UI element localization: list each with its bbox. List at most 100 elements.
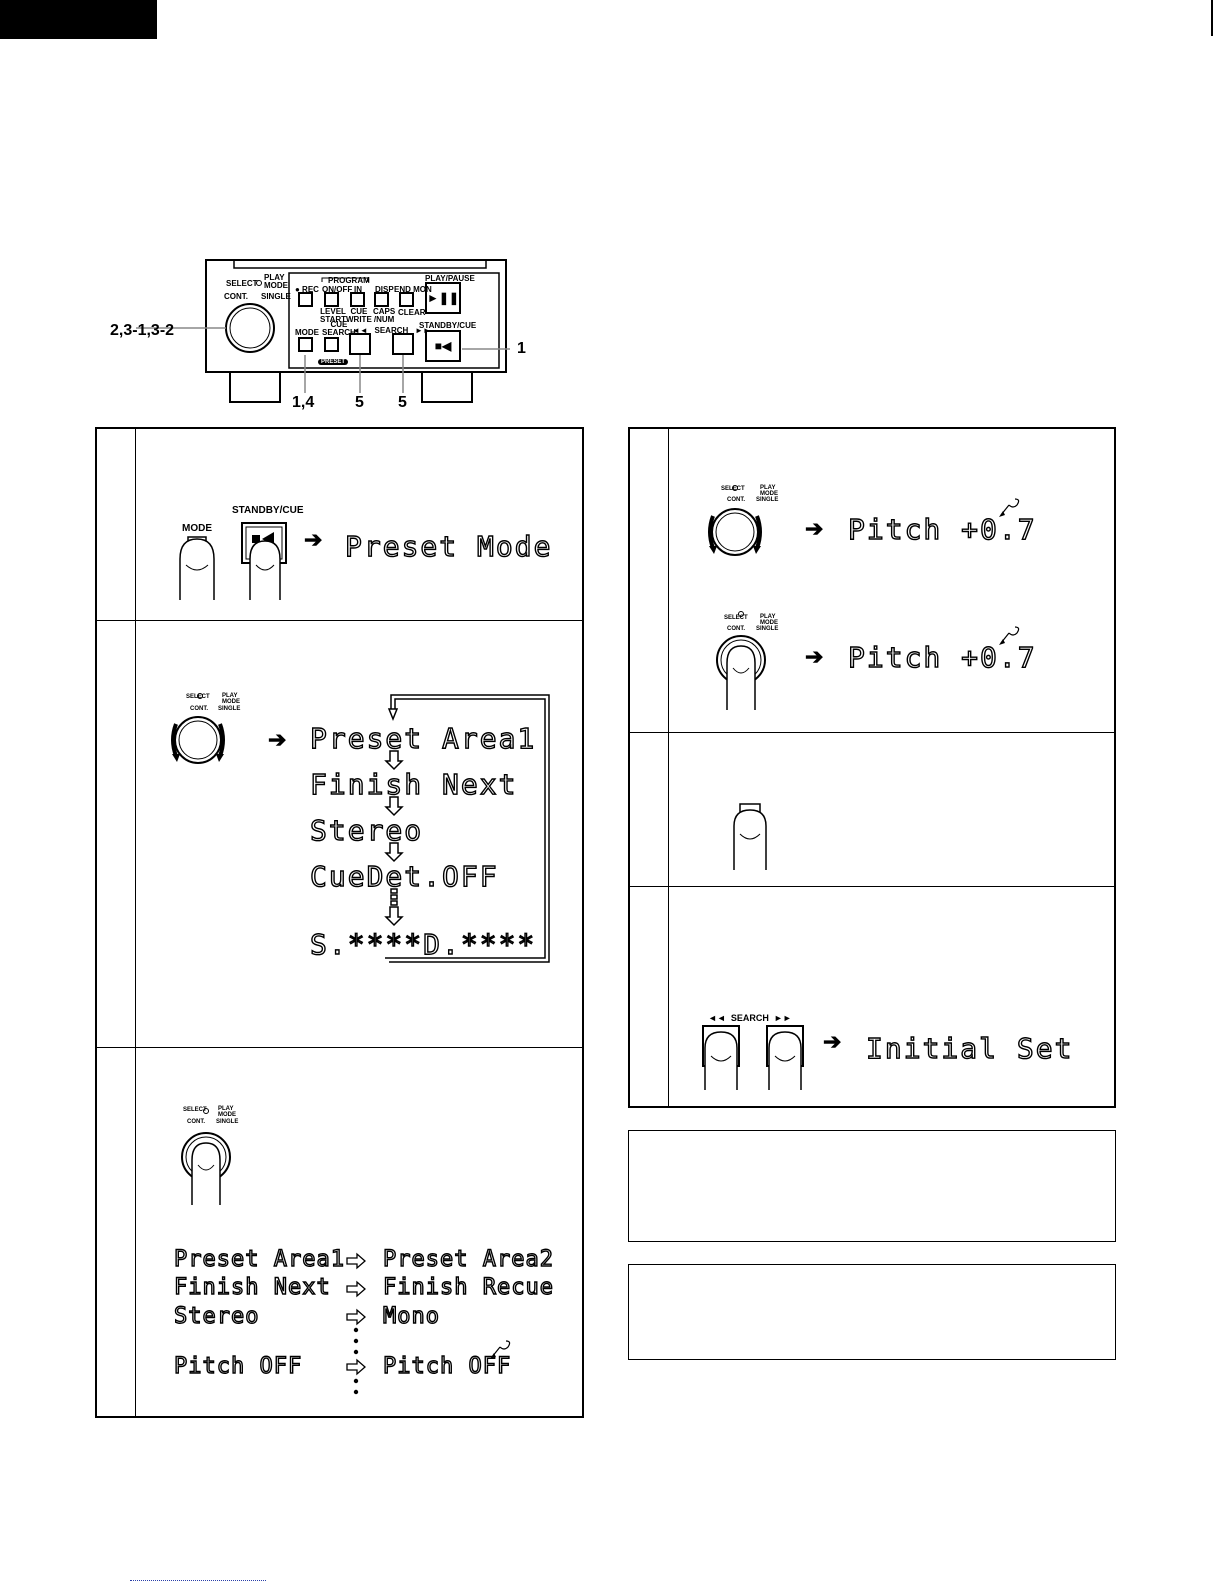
play-pause-icon: ►❚❚ — [427, 291, 459, 305]
step2-menu-item: Finish Next — [309, 767, 518, 801]
pitch-press-single-label: SINGLE — [756, 626, 779, 632]
device-in-label: IN — [354, 285, 362, 294]
step5-search-press-icon — [702, 1025, 804, 1090]
step1-finger-press-icon — [179, 522, 287, 600]
stop-rewind-icon: ■◀ — [434, 339, 452, 353]
disp-button[interactable] — [374, 292, 389, 307]
step3-press-knob-icon — [181, 1108, 231, 1205]
callout-standby: 1 — [517, 340, 526, 357]
device-disp-label: DISP — [375, 285, 394, 294]
corner-mark — [1211, 0, 1213, 36]
callout-ff: 5 — [398, 394, 407, 411]
step-number-column-divider — [668, 429, 669, 1106]
step2-menu-item: CueDet.OFF — [309, 859, 499, 893]
device-onoff-label: ON/OFF — [322, 285, 353, 294]
step3-to-value: Pitch OFF — [382, 1353, 512, 1379]
pitch-select-label: SELECT — [721, 486, 745, 492]
row-divider — [97, 1047, 582, 1048]
step2-playmode-label: PLAY MODE — [222, 693, 240, 705]
play-pause-button[interactable]: ►❚❚ — [425, 282, 461, 314]
pitch-single-label: SINGLE — [756, 497, 779, 503]
device-playpause-label: PLAY/PAUSE — [425, 274, 475, 283]
pitch-press-display: Pitch +0.7 — [847, 640, 1037, 674]
step3-to-value: Preset Area2 — [382, 1246, 554, 1272]
onoff-button[interactable] — [324, 292, 339, 307]
step2-menu-item: S.****D.**** — [309, 927, 537, 961]
pitch-press-cursor-icon — [999, 626, 1020, 645]
step3-to-value: Mono — [382, 1303, 440, 1329]
device-playmode-label: PLAY MODE — [264, 273, 288, 290]
note-box — [628, 1264, 1116, 1360]
step3-from-value: Stereo — [173, 1303, 260, 1329]
endmon-button[interactable] — [399, 292, 414, 307]
pitch-cont-label: CONT. — [727, 497, 745, 503]
device-cue-write-label: CUE WRITE — [346, 307, 372, 324]
step4-finger-press-icon — [733, 803, 767, 870]
device-mode-label: MODE — [295, 328, 319, 337]
pitch-press-select-label: SELECT — [724, 615, 748, 621]
device-standby-label: STANDBY/CUE — [419, 321, 477, 330]
step2-arrow-icon: ➔ — [268, 727, 287, 752]
step2-menu-item: Preset Area1 — [309, 721, 537, 755]
step1-standby-label: STANDBY/CUE — [232, 505, 304, 516]
note-box — [628, 1130, 1116, 1242]
step2-menu-cycle-arrows — [384, 694, 550, 963]
callout-mode: 1,4 — [292, 394, 315, 411]
step1-display: Preset Mode — [344, 529, 553, 563]
pitch-rotate-display: Pitch +0.7 — [847, 512, 1037, 546]
pitch-rotate-knob-icon — [708, 485, 762, 556]
step-number-column-divider — [135, 429, 136, 1416]
step1-mode-label: MODE — [182, 523, 212, 534]
step3-to-value: Finish Recue — [382, 1274, 554, 1300]
footer-rule — [130, 1580, 266, 1581]
step3-playmode-label: PLAY MODE — [218, 1106, 236, 1118]
rewind-button[interactable] — [349, 333, 371, 355]
step3-from-value: Pitch OFF — [173, 1353, 303, 1379]
standby-cue-button[interactable]: ■◀ — [425, 330, 461, 362]
pitch-rotate-arrow-icon: ➔ — [805, 516, 824, 541]
step2-menu-item: Stereo — [309, 813, 424, 847]
cue-search-button[interactable] — [324, 337, 339, 352]
step2-cont-label: CONT. — [190, 706, 208, 712]
fast-forward-button[interactable] — [392, 333, 414, 355]
device-select-label: SELECT — [226, 279, 258, 288]
device-cue-search-label: CUE SEARCH — [322, 320, 356, 337]
pitch-press-arrow-icon: ➔ — [805, 644, 824, 669]
callout-rewind: 5 — [355, 394, 364, 411]
right-procedure-table — [628, 427, 1116, 1108]
step3-select-label: SELECT — [183, 1107, 207, 1113]
callout-knob: 2,3-1,3-2 — [110, 322, 175, 339]
row-divider — [630, 732, 1114, 733]
row-divider — [630, 886, 1114, 887]
step5-search-label: ◄◄ SEARCH ►► — [708, 1013, 792, 1023]
device-program-label: PROGRAM — [328, 276, 370, 285]
device-single-label: SINGLE — [261, 292, 291, 301]
left-procedure-table — [95, 427, 584, 1418]
device-preset-badge: PRESET — [318, 359, 349, 365]
device-panel: SELECT PLAY MODE CONT. SINGLE PROGRAM ● … — [136, 259, 507, 405]
pitch-press-playmode-label: PLAY MODE — [760, 614, 778, 626]
step5-display: Initial Set — [865, 1031, 1074, 1065]
step3-toggle-arrows — [346, 1252, 366, 1395]
device-caps-num-label: CAPS /NUM — [373, 307, 396, 324]
rec-button[interactable] — [298, 292, 313, 307]
device-clear-label: CLEAR — [398, 308, 426, 317]
device-search-label: ◄◄ SEARCH ►► — [352, 326, 431, 335]
step2-select-label: SELECT — [186, 694, 210, 700]
step2-single-label: SINGLE — [218, 706, 241, 712]
step1-arrow-icon: ➔ — [304, 527, 323, 552]
device-rec-label: ● REC — [295, 285, 319, 294]
mode-button[interactable] — [298, 337, 313, 352]
pitch-playmode-label: PLAY MODE — [760, 485, 778, 497]
step3-cursor-icon — [490, 1340, 511, 1359]
step3-cont-label: CONT. — [187, 1119, 205, 1125]
device-level-start-label: LEVEL START — [320, 307, 347, 324]
device-endmon-label: END MON — [394, 285, 432, 294]
row-divider — [97, 620, 582, 621]
pitch-press-cont-label: CONT. — [727, 626, 745, 632]
step2-rotate-knob-icon — [171, 693, 225, 764]
in-button[interactable] — [350, 292, 365, 307]
corner-tab — [0, 0, 157, 39]
device-cont-label: CONT. — [224, 292, 248, 301]
pitch-rotate-cursor-icon — [999, 498, 1020, 517]
